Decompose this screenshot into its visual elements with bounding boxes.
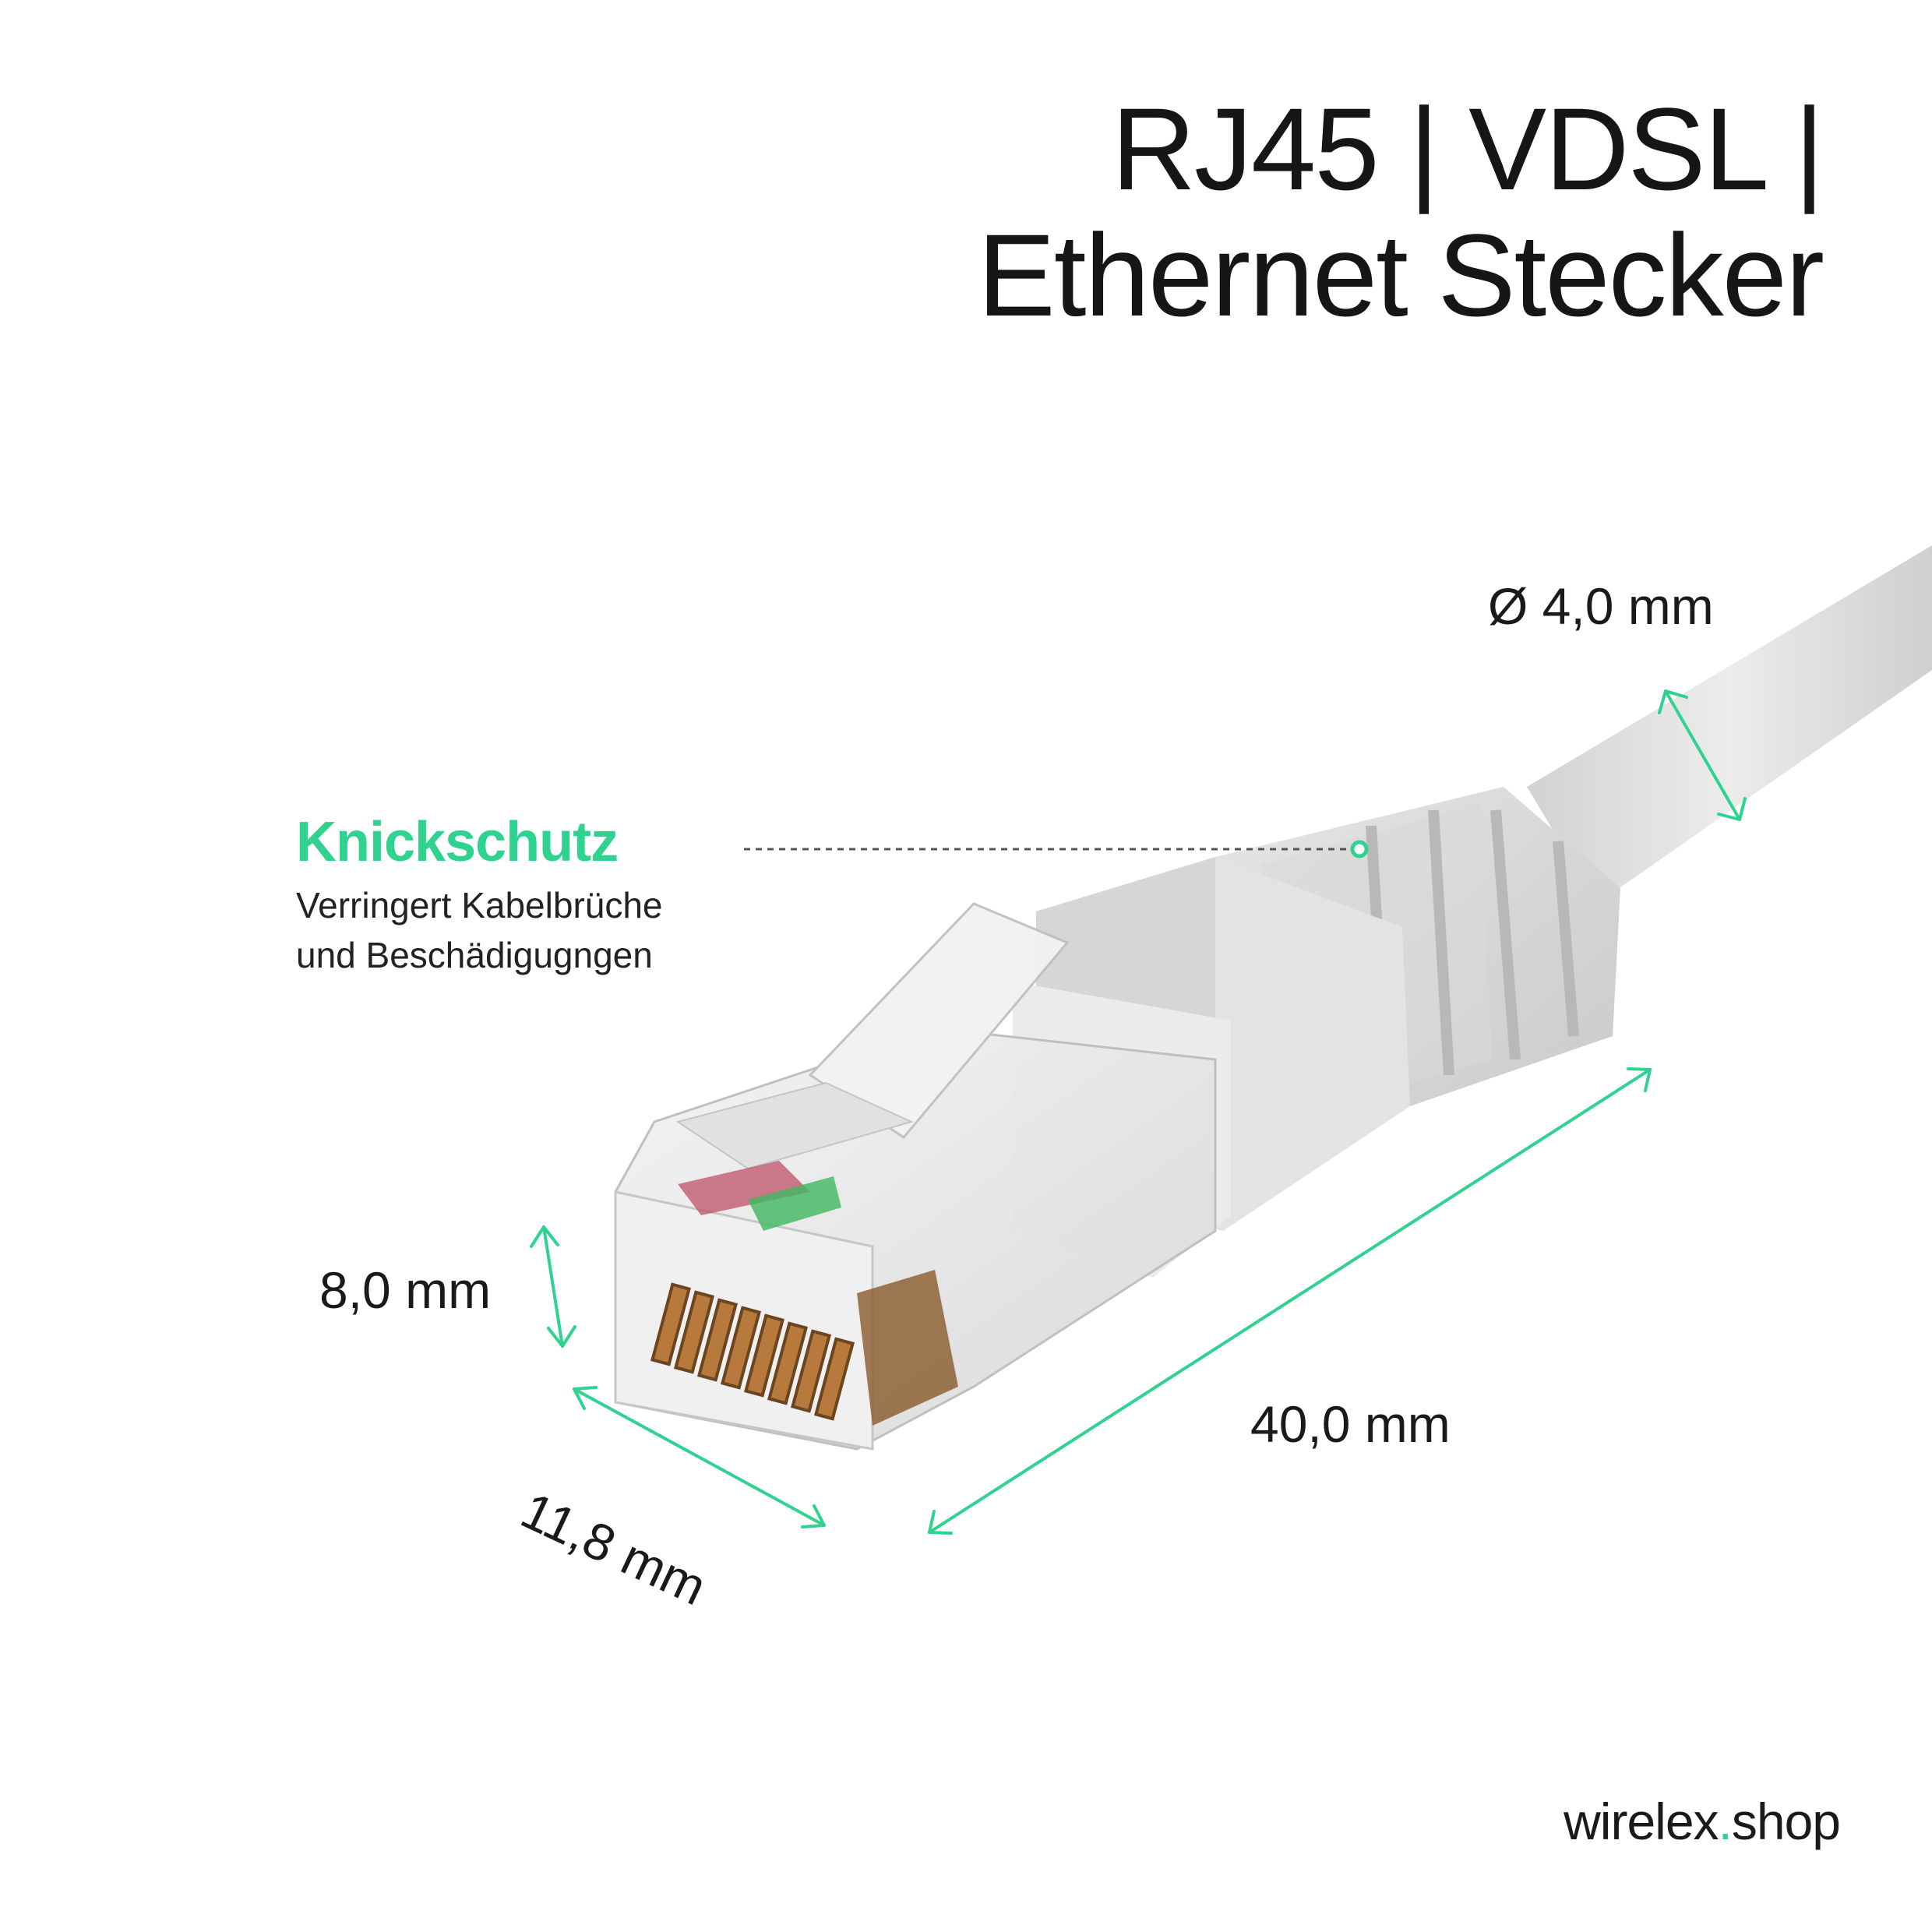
callout-dot <box>1350 840 1369 858</box>
title-line-1: RJ45 | VDSL | <box>1111 83 1824 214</box>
dimension-arrows <box>530 689 1747 1535</box>
cable <box>1527 545 1932 904</box>
title-line-2: Ethernet Stecker <box>977 210 1824 340</box>
callout-title: Knickschutz <box>296 811 619 873</box>
dimension-length-label: 40,0 mm <box>1250 1395 1451 1453</box>
page-title: RJ45 | VDSL | Ethernet Stecker <box>977 83 1824 340</box>
brand-dot: . <box>1718 1793 1733 1850</box>
internal-wires <box>678 1161 841 1231</box>
brand-footer: wirelex.shop <box>1564 1792 1841 1851</box>
callout-description: Verringert Kabelbrüche und Beschädigugng… <box>296 880 663 980</box>
brand-tld: shop <box>1731 1793 1841 1850</box>
brand-name: wirelex <box>1564 1793 1719 1850</box>
dimension-height-label: 8,0 mm <box>319 1261 492 1319</box>
callout-desc-line-1: Verringert Kabelbrüche <box>296 885 663 925</box>
gold-contacts <box>650 1282 855 1421</box>
dimension-diameter-label: Ø 4,0 mm <box>1488 577 1714 635</box>
callout-desc-line-2: und Beschädigugngen <box>296 935 653 975</box>
